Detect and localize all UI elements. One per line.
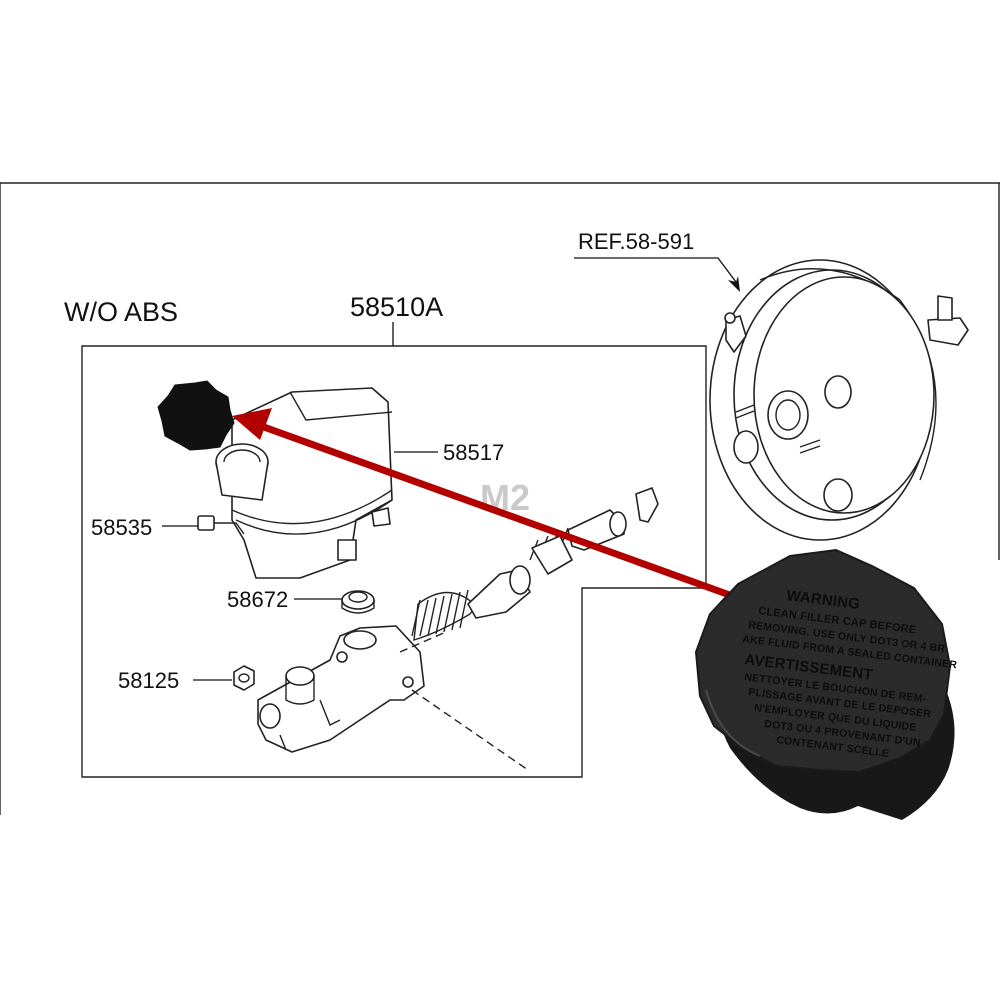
level-sensor <box>197 515 245 535</box>
assembly-label: 58510A <box>350 292 443 322</box>
brake-booster <box>709 259 969 541</box>
assembly-axis <box>399 631 529 771</box>
callout-58535: 58535 <box>91 515 152 540</box>
leader-lines <box>162 257 740 681</box>
pointer-arrow <box>232 408 742 602</box>
reservoir-cap <box>157 380 235 451</box>
master-cylinder <box>257 625 425 753</box>
grommet <box>341 590 375 614</box>
callout-58517: 58517 <box>443 440 504 465</box>
piston-assembly <box>411 487 659 641</box>
outer-frame <box>0 182 1000 815</box>
callout-58672: 58672 <box>227 587 288 612</box>
callout-58125: 58125 <box>118 668 179 693</box>
nut <box>233 665 255 691</box>
assembly-bracket <box>81 322 707 778</box>
section-title: W/O ABS <box>64 297 178 327</box>
reference-label: REF.58-591 <box>578 229 694 254</box>
reservoir-tank <box>215 387 393 579</box>
